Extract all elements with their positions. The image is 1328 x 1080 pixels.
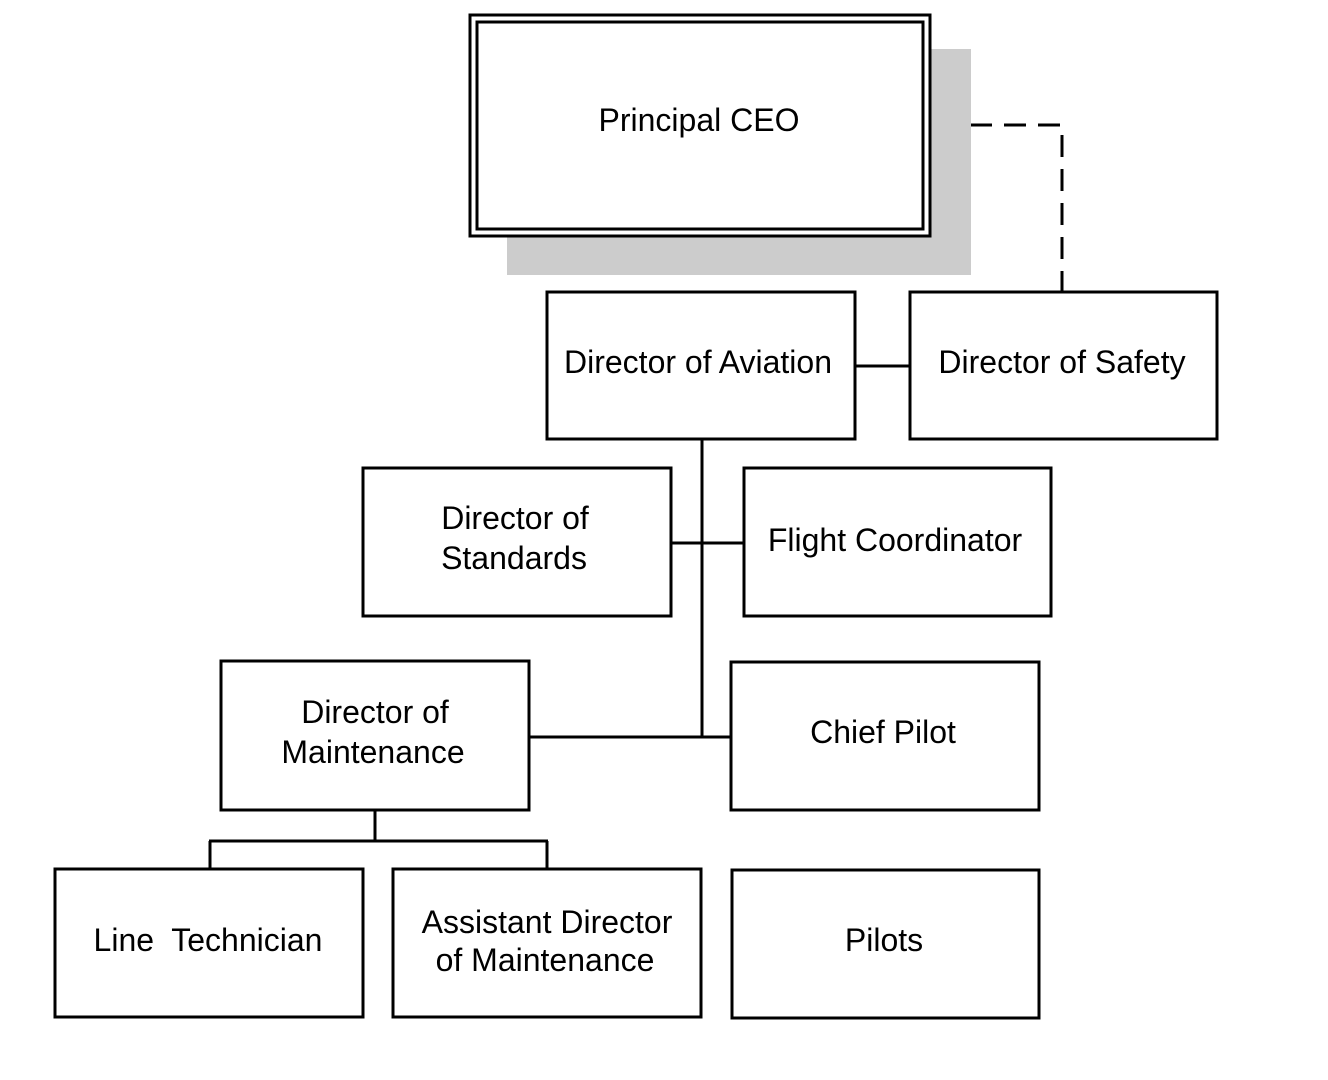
assistant-director-of-maintenance-box: [391, 867, 703, 1019]
ceo-label: Principal CEO: [599, 102, 800, 138]
assistant-director-of-maintenance-label: Assistant Director: [422, 904, 673, 940]
node-assistant-director-of-maintenance: Assistant Director of Maintenance: [391, 867, 703, 1019]
chief-pilot-label-line: Chief Pilot: [810, 714, 956, 750]
assistant-director-of-maintenance-label-2: of Maintenance: [436, 942, 655, 978]
pilots-box: [730, 868, 1041, 1020]
director-of-safety-label-line: Director of Safety: [938, 344, 1185, 380]
pilots-label: Pilots: [845, 922, 923, 958]
ceo-outer-border: [468, 13, 932, 238]
ceo-inner-border: [475, 20, 925, 231]
chief-pilot-label: Chief Pilot: [810, 714, 956, 750]
chief-pilot-box: [729, 660, 1041, 812]
director-of-safety-box: [908, 290, 1219, 441]
node-director-of-standards: Director of Standards: [361, 466, 673, 618]
director-of-aviation-label-line: Director of Aviation: [564, 344, 832, 380]
node-director-of-safety: Director of Safety: [908, 290, 1219, 441]
director-of-maintenance-label-line-1: Director of: [301, 694, 449, 730]
line-technician-label: Line Technician: [94, 922, 323, 958]
flight-coordinator-label: Flight Coordinator: [768, 522, 1023, 558]
director-of-aviation-box: [545, 290, 857, 441]
director-of-safety-label: Director of Safety: [938, 344, 1185, 380]
line-technician-box: [53, 867, 365, 1019]
node-flight-coordinator: Flight Coordinator: [742, 466, 1053, 618]
node-director-of-aviation: Director of Aviation: [545, 290, 857, 441]
connectors: [208, 123, 1064, 869]
node-ceo: Principal CEO: [468, 13, 971, 275]
node-director-of-maintenance: Director of Maintenance: [219, 659, 531, 812]
assistant-director-of-maintenance-label-line-2: of Maintenance: [436, 942, 655, 978]
director-of-maintenance-label-line-2: Maintenance: [281, 734, 464, 770]
director-of-maintenance-box: [219, 659, 531, 812]
connector-ceo-to-safety: [970, 123, 1064, 292]
pilots-label-line: Pilots: [845, 922, 923, 958]
director-of-maintenance-label-2: Maintenance: [281, 734, 464, 770]
director-of-maintenance-label: Director of: [301, 694, 449, 730]
node-chief-pilot: Chief Pilot: [729, 660, 1041, 812]
director-of-standards-label-line-2: Standards: [441, 540, 587, 576]
director-of-standards-box: [361, 466, 673, 618]
node-line-technician: Line Technician: [53, 867, 365, 1019]
ceo-label-line: Principal CEO: [599, 102, 800, 138]
flight-coordinator-box: [742, 466, 1053, 618]
assistant-director-of-maintenance-label-line-1: Assistant Director: [422, 904, 673, 940]
line-technician-label-line: Line Technician: [94, 922, 323, 958]
director-of-standards-label-2: Standards: [441, 540, 587, 576]
director-of-standards-label-line-1: Director of: [441, 500, 589, 536]
director-of-aviation-label: Director of Aviation: [564, 344, 832, 380]
flight-coordinator-label-line: Flight Coordinator: [768, 522, 1023, 558]
node-pilots: Pilots: [730, 868, 1041, 1020]
director-of-standards-label: Director of: [441, 500, 589, 536]
